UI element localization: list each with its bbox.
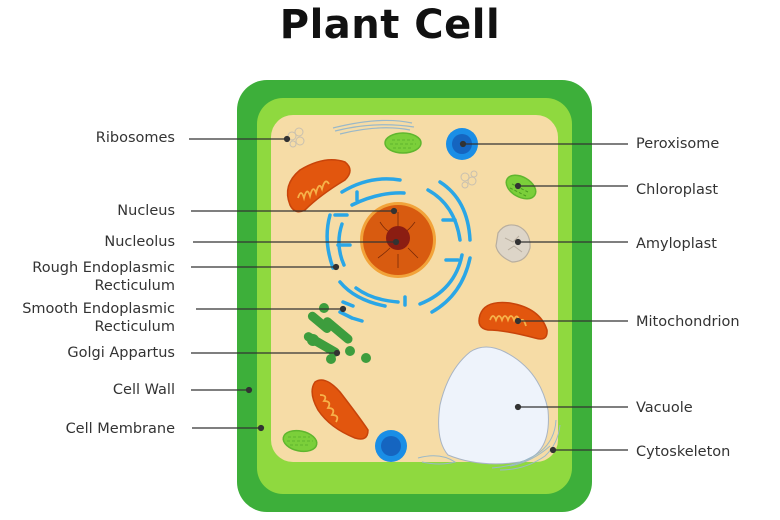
- peroxisome-bottom: [375, 430, 407, 462]
- cytoskeleton-strands-top: [332, 119, 415, 135]
- label-cell-wall: Cell Wall: [112, 382, 175, 398]
- label-mitochondrion: Mitochondrion: [636, 314, 740, 330]
- label-nucleus: Nucleus: [117, 203, 175, 219]
- endoplasmic-reticulum: [325, 177, 472, 323]
- mitochondrion-bottom-left: [311, 379, 369, 440]
- chloroplast-top: [384, 132, 422, 154]
- label-nucleolus: Nucleolus: [104, 234, 175, 250]
- label-ribosomes: Ribosomes: [95, 130, 175, 146]
- label-peroxisome: Peroxisome: [636, 136, 720, 152]
- chloroplast-bottom-left: [282, 429, 318, 453]
- label-smooth-er: Smooth Endoplasmic Recticulum: [22, 301, 175, 335]
- leader-lines: [189, 135, 628, 454]
- diagram-title: Plant Cell: [279, 2, 501, 48]
- golgi-apparatus: [303, 303, 371, 364]
- ribosomes-2: [460, 170, 478, 189]
- label-rough-er: Rough Endoplasmic Recticulum: [32, 260, 175, 294]
- label-vacuole: Vacuole: [636, 400, 693, 416]
- label-cell-membrane: Cell Membrane: [65, 421, 175, 437]
- ribosomes: [287, 127, 305, 148]
- label-amyloplast: Amyloplast: [636, 236, 717, 252]
- label-chloroplast: Chloroplast: [636, 182, 719, 198]
- amyloplast: [495, 224, 531, 263]
- label-cytoskeleton: Cytoskeleton: [636, 444, 731, 460]
- nucleolus: [386, 226, 410, 250]
- chloroplast-right: [505, 174, 537, 200]
- label-golgi: Golgi Appartus: [67, 345, 175, 361]
- cytoskeleton: [417, 419, 561, 471]
